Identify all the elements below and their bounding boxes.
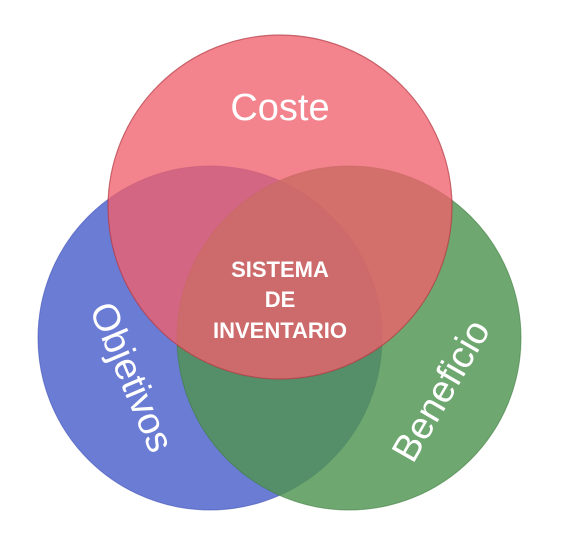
center-label-line-1: SISTEMA [231,257,329,282]
center-label-line-3: INVENTARIO [213,318,347,343]
label-coste: Coste [230,87,329,129]
circle-coste [107,34,453,380]
center-label-line-2: DE [265,287,296,312]
